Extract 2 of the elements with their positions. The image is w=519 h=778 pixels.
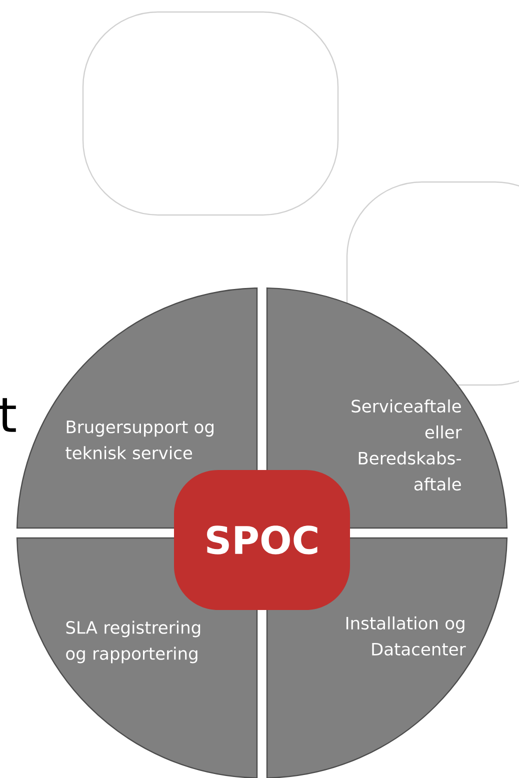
empty-box [82, 11, 339, 216]
spoc-badge: SPOC [174, 470, 350, 610]
